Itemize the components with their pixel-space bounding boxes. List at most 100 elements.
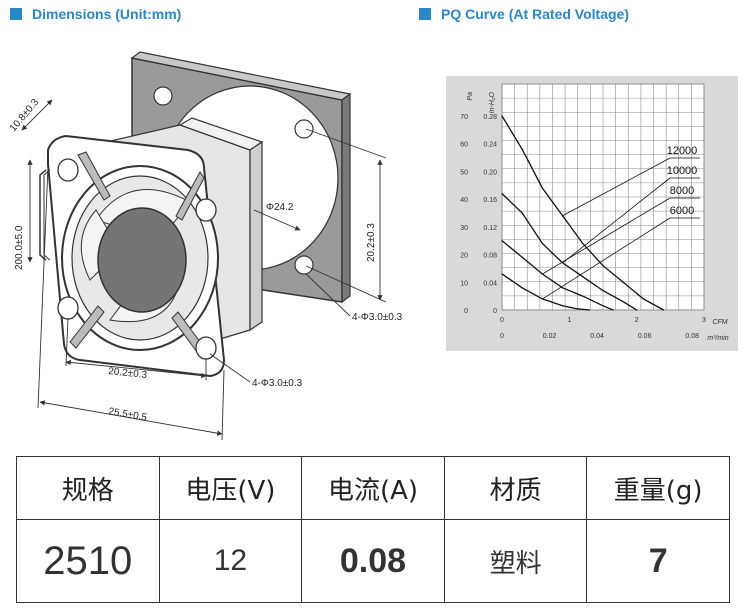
header-material: 材质 <box>443 456 588 520</box>
mount-hole <box>57 296 79 320</box>
dimensions-heading: Dimensions (Unit:mm) <box>10 6 181 22</box>
pq-curve-point <box>541 242 543 245</box>
dim-hub-label: Φ24.2 <box>266 202 294 213</box>
chart-legend: 12000 10000 8000 6000 <box>542 145 700 300</box>
pq-curve-point <box>582 276 584 278</box>
x-tick-m3min: 0.02 <box>543 333 557 340</box>
x-tick-cfm: 2 <box>635 317 639 324</box>
chart-grid <box>501 83 705 311</box>
dimensions-title: Dimensions (Unit:mm) <box>32 6 182 22</box>
mount-hole <box>294 119 314 139</box>
pq-curve-point <box>612 309 614 311</box>
y-tick-inh2o: 0.04 <box>483 280 497 287</box>
x-tick-m3min: 0.06 <box>638 333 652 340</box>
x-tick-m3min: 0.04 <box>590 333 604 340</box>
pq-curve-point <box>602 265 604 267</box>
pq-curve-point <box>622 301 624 303</box>
pq-curve-point <box>582 295 584 297</box>
y-tick-inh2o: 0.16 <box>483 197 497 204</box>
y-unit-inh2o: In-H₂O <box>489 91 496 113</box>
y-tick-pa: 50 <box>460 169 468 176</box>
x-tick-cfm: 3 <box>702 317 706 324</box>
lead-wires <box>39 169 51 261</box>
pq-curve-point <box>541 187 543 189</box>
dimension-lines <box>21 99 387 441</box>
y-tick-inh2o: 0.12 <box>483 225 497 232</box>
header-model: 规格 <box>16 456 160 520</box>
value-model: 2510 <box>16 519 160 603</box>
y-tick-inh2o: 0.08 <box>483 253 497 260</box>
legend-leader-line <box>542 197 671 275</box>
dim-bottom-spacing-label: 20.2±0.3 <box>108 366 148 381</box>
value-voltage: 12 <box>158 519 303 603</box>
front-frame <box>47 134 226 378</box>
header-current: 电流(A) <box>301 456 445 520</box>
pq-curve-point <box>582 242 584 245</box>
pq-curve-point <box>588 309 591 311</box>
dim-lead-label: 200.0±5.0 <box>14 225 25 270</box>
y-tick-inh2o: 0.24 <box>483 142 497 149</box>
value-current: 0.08 <box>301 519 445 603</box>
pq-curve-point <box>521 212 523 214</box>
y-tick-pa: 30 <box>460 225 468 232</box>
y-tick-pa: 10 <box>460 280 468 287</box>
legend-label: 12000 <box>667 145 698 157</box>
y-tick-pa: 60 <box>460 142 468 149</box>
pq-curve-point <box>521 148 523 150</box>
pq-curve-point <box>521 256 523 258</box>
pq-heading: PQ Curve (At Rated Voltage) <box>419 6 629 22</box>
legend-leader-line <box>562 177 671 264</box>
pq-curve-point <box>501 273 503 275</box>
spec-header-row: 规格 电压(V) 电流(A) 材质 重量(g) <box>16 456 730 520</box>
pq-curve-point <box>642 298 644 300</box>
dim-width-label: 25.5±0.5 <box>107 406 148 424</box>
x-tick-cfm: 0 <box>500 317 504 324</box>
legend-label: 6000 <box>670 205 694 217</box>
y-tick-inh2o: 0.28 <box>483 114 497 121</box>
header-weight: 重量(g) <box>586 456 730 520</box>
chart-series <box>501 115 665 311</box>
pq-curve-point <box>663 309 665 311</box>
pq-curve-line <box>501 193 638 311</box>
pq-curve-point <box>501 240 503 242</box>
pq-curve-point <box>602 290 604 292</box>
fan-dimension-drawing: 10.8±0.3 200.0±5.0 Φ24.2 20.2±0.3 4-Φ3.0… <box>8 51 403 441</box>
dim-side-spacing-label: 20.2±0.3 <box>366 223 377 262</box>
mount-hole <box>153 86 173 106</box>
square-bullet-icon <box>419 8 431 20</box>
pq-curve-line <box>501 273 590 311</box>
pq-curve-point <box>622 281 624 283</box>
value-material: 塑料 <box>443 519 588 603</box>
header-voltage: 电压(V) <box>158 456 303 520</box>
pq-curve-point <box>562 287 564 289</box>
mount-hole <box>195 198 217 222</box>
pq-curve-point <box>636 309 638 311</box>
legend-leader-line <box>542 217 671 300</box>
x-tick-m3min: 0.08 <box>685 333 699 340</box>
spec-value-row: 2510 12 0.08 塑料 7 <box>16 519 730 603</box>
x-tick-cfm: 1 <box>567 317 571 324</box>
mount-hole <box>294 255 314 275</box>
y-tick-pa: 0 <box>464 308 468 315</box>
y-tick-pa: 40 <box>460 197 468 204</box>
pq-curve-point <box>501 115 503 117</box>
fan-hub <box>97 207 187 313</box>
legend-leader-line <box>562 157 671 217</box>
x-tick-m3min: 0 <box>500 333 504 340</box>
pq-curve-point <box>575 308 577 310</box>
y-tick-inh2o: 0.20 <box>483 169 497 176</box>
dim-back-holes-label: 4-Φ3.0±0.3 <box>352 312 403 323</box>
x-unit-m3min: m³/min <box>707 335 728 342</box>
legend-label: 10000 <box>667 165 698 177</box>
square-bullet-icon <box>10 8 22 20</box>
value-weight: 7 <box>586 519 730 603</box>
x-unit-cfm: CFM <box>712 319 727 326</box>
spec-table: 规格 电压(V) 电流(A) 材质 重量(g) 2510 12 0.08 塑料 … <box>16 456 730 603</box>
pq-curve-point <box>501 193 503 195</box>
pq-title: PQ Curve (At Rated Voltage) <box>441 6 629 22</box>
legend-label: 8000 <box>670 185 694 197</box>
pq-curve-point <box>602 305 604 307</box>
y-tick-inh2o: 0 <box>493 308 497 315</box>
